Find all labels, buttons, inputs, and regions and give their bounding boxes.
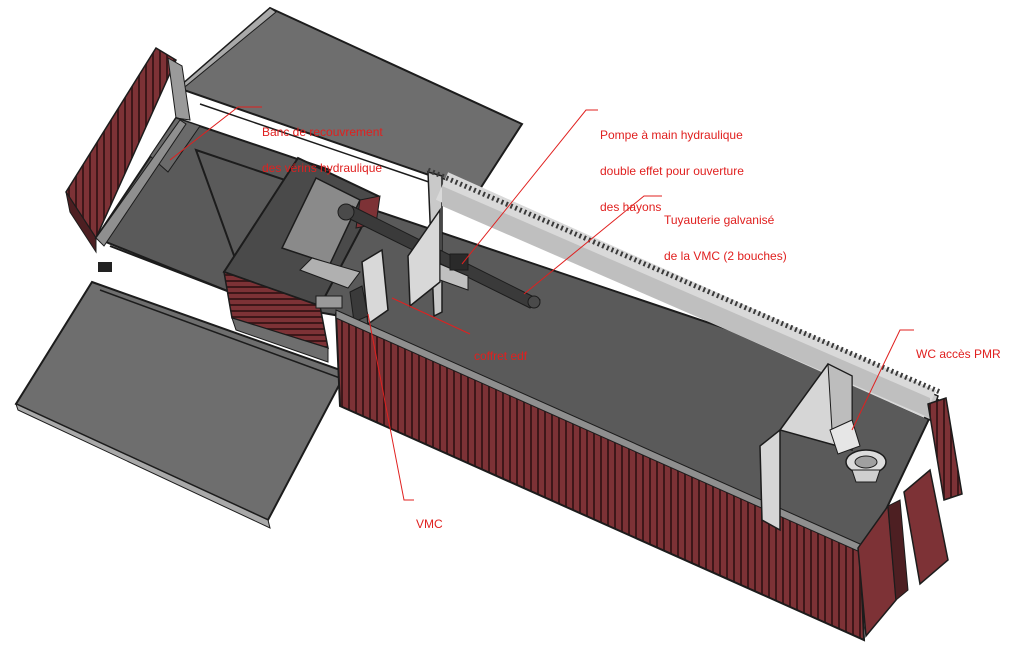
top-open-door-panel [176, 6, 524, 197]
leader-wc [851, 329, 914, 431]
right-end-cladding [857, 397, 963, 638]
annotation-pompe: Pompe à main hydraulique double effet po… [600, 105, 744, 225]
bottom-open-door-panel [14, 280, 348, 529]
annotation-tuyauterie-line1: Tuyauterie galvanisé [664, 213, 775, 227]
front-cladding-wall [334, 309, 866, 642]
leader-banc [169, 106, 262, 161]
annotation-tuyauterie-line2: de la VMC (2 bouches) [664, 249, 787, 263]
leader-vmc [367, 313, 414, 501]
annotation-banc-line2: des vérins hydraulique [262, 161, 383, 175]
coffret-edf-box [349, 248, 389, 326]
wc-cabin [759, 363, 887, 532]
annotation-banc-line1: Banc de recouvrement [262, 125, 383, 139]
annotation-coffret: coffret edf [474, 326, 527, 374]
annotation-wc-line1: WC accès PMR [916, 347, 1001, 361]
annotation-pompe-line3: des hayons [600, 200, 662, 214]
annotation-pompe-line1: Pompe à main hydraulique [600, 128, 743, 142]
annotation-coffret-line1: coffret edf [474, 349, 528, 363]
annotation-wc: WC accès PMR [916, 324, 1001, 372]
left-end-cladding [65, 46, 191, 254]
central-frame-structure [222, 156, 381, 363]
back-wall-top-slats [427, 167, 941, 395]
leader-tuyauterie [523, 195, 662, 295]
annotation-leader-lines [169, 106, 914, 501]
leader-pompe [461, 109, 598, 265]
annotation-pompe-line2: double effet pour ouverture [600, 164, 744, 178]
annotation-vmc-line1: VMC [416, 517, 443, 531]
annotation-vmc: VMC [416, 494, 443, 542]
leader-coffret [391, 297, 471, 335]
annotation-banc: Banc de recouvrement des vérins hydrauli… [262, 102, 383, 186]
annotation-tuyauterie: Tuyauterie galvanisé de la VMC (2 bouche… [664, 190, 787, 274]
pump-partition-panels [407, 207, 469, 308]
